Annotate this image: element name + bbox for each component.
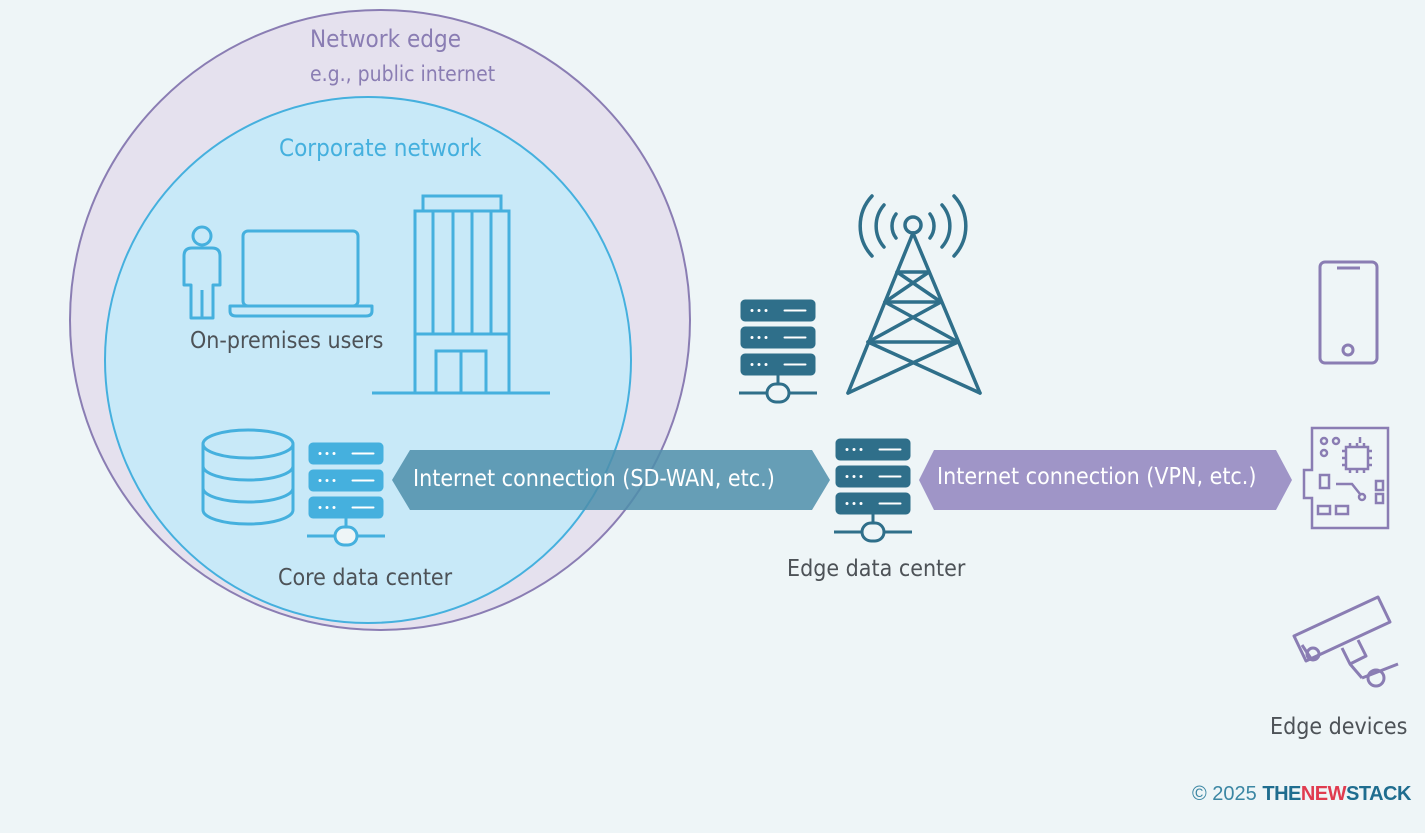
laptop-icon <box>228 229 374 318</box>
office-building-icon <box>372 194 550 395</box>
edge-data-center-label: Edge data center <box>787 556 966 582</box>
footer-credit: © 2025 THENEWSTACK <box>1192 783 1411 806</box>
sdwan-connection-label: Internet connection (SD-WAN, etc.) <box>413 466 775 492</box>
network-edge-label: Network edge <box>310 25 461 53</box>
brand-logo-accent: NEW <box>1300 783 1347 805</box>
person-icon <box>182 225 222 320</box>
vpn-connection-label: Internet connection (VPN, etc.) <box>937 464 1257 490</box>
brand-logo-part: STACK <box>1346 783 1411 805</box>
server-rack-icon <box>737 298 819 404</box>
vpn-connection-arrow <box>919 450 1292 510</box>
edge-devices-label: Edge devices <box>1270 714 1408 740</box>
brand-logo-part: THE <box>1262 783 1301 805</box>
on-premises-users-label: On-premises users <box>190 328 384 354</box>
server-rack-icon <box>832 437 914 543</box>
security-camera-icon <box>1292 595 1399 688</box>
cell-tower-icon <box>846 194 982 395</box>
network-edge-sublabel: e.g., public internet <box>310 62 496 86</box>
corporate-network-circle <box>104 96 632 624</box>
circuit-board-icon <box>1302 426 1390 530</box>
smartphone-icon <box>1318 260 1379 365</box>
core-data-center-label: Core data center <box>278 565 453 591</box>
copyright-text: © 2025 <box>1192 783 1257 805</box>
database-icon <box>201 428 295 526</box>
brand-logo: THENEWSTACK <box>1262 783 1411 805</box>
sdwan-connection-arrow <box>392 450 830 510</box>
corporate-network-label: Corporate network <box>279 134 482 162</box>
